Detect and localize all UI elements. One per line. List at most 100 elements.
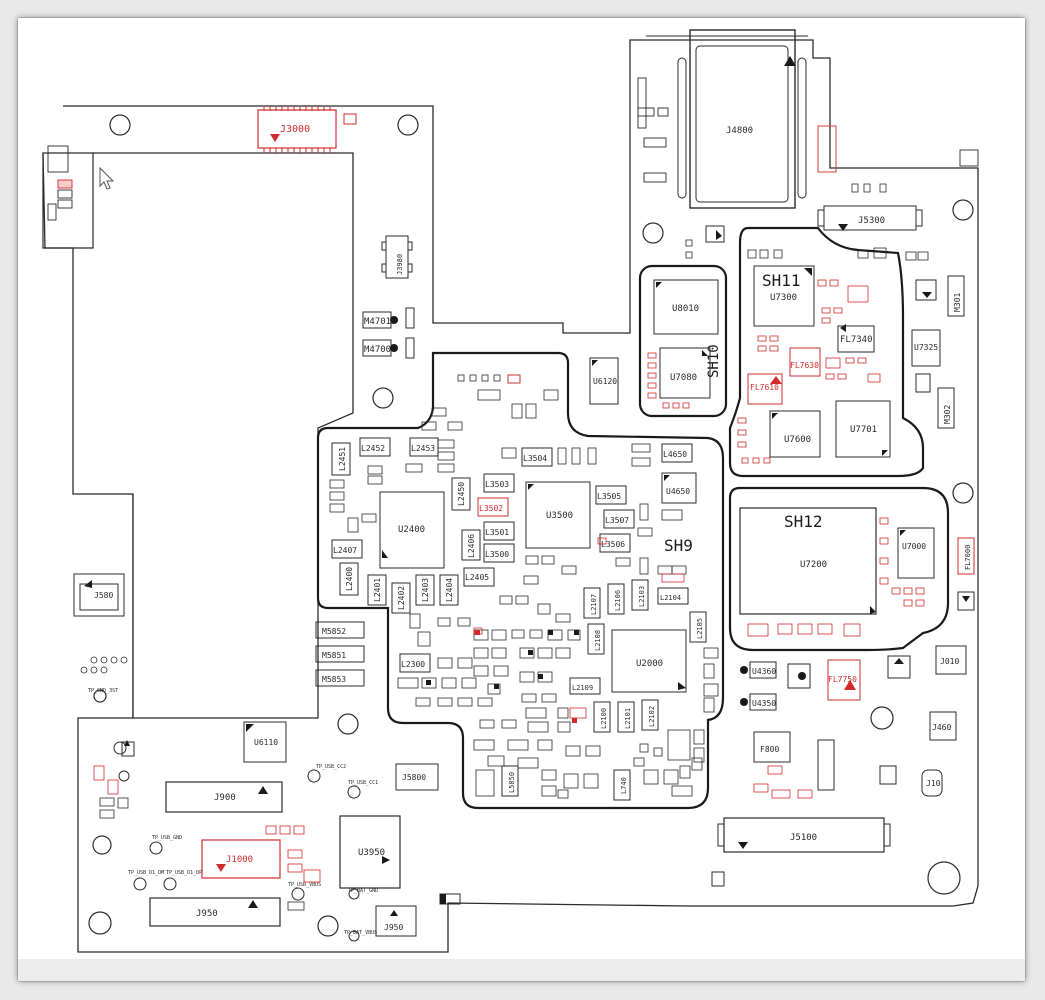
- label-l4650: L4650: [663, 450, 687, 459]
- chip-u4360[interactable]: U4360: [740, 661, 777, 679]
- label-m5853: M5853: [322, 675, 346, 684]
- label-j3980: J3980: [396, 254, 404, 275]
- label-l3505: L3505: [597, 492, 621, 501]
- inductor-l4650[interactable]: L4650: [661, 443, 693, 463]
- inductor-l2104[interactable]: L2104: [657, 587, 689, 605]
- inductor-l2109[interactable]: L2109: [569, 677, 601, 695]
- component-m4700[interactable]: M4700: [362, 339, 398, 357]
- filter-fl7610[interactable]: FL7610: [747, 373, 783, 405]
- inductor-l2107[interactable]: L2107: [583, 587, 601, 619]
- chip-u7325[interactable]: U7325: [911, 329, 941, 367]
- connector-j5800[interactable]: J5800: [395, 763, 439, 791]
- connector-j5300[interactable]: J5300: [817, 205, 923, 231]
- filter-fl7000[interactable]: FL7000: [957, 537, 975, 575]
- chip-u8010[interactable]: U8010: [653, 279, 719, 335]
- component-m4701[interactable]: M4701: [362, 311, 398, 329]
- connector-j950-small[interactable]: J950: [375, 905, 417, 937]
- label-l3507: L3507: [605, 516, 629, 525]
- inductor-l2405[interactable]: L2405: [463, 567, 495, 587]
- inductor-l2100[interactable]: L2100: [593, 701, 611, 733]
- inductor-l2451[interactable]: L2451: [331, 442, 351, 476]
- inductor-l2452[interactable]: L2452: [359, 437, 391, 457]
- label-l2406: L2406: [467, 534, 476, 558]
- chip-u2000[interactable]: U2000: [611, 629, 687, 693]
- inductor-l2106[interactable]: L2106: [607, 583, 625, 615]
- connector-j460[interactable]: J460: [929, 711, 957, 741]
- chip-u7000[interactable]: U7000: [897, 527, 935, 579]
- label-l2104: L2104: [660, 594, 681, 602]
- component-m5851[interactable]: M5851: [315, 645, 365, 663]
- chip-u3950[interactable]: U3950: [339, 815, 401, 889]
- inductor-l2402[interactable]: L2402: [391, 582, 411, 614]
- component-m301[interactable]: M301: [947, 275, 965, 317]
- inductor-l3505[interactable]: L3505: [595, 485, 627, 505]
- label-fl7750: FL7750: [828, 675, 857, 684]
- chip-u3500[interactable]: U3500: [525, 481, 591, 549]
- inductor-l3507[interactable]: L3507: [603, 509, 635, 529]
- inductor-l2406[interactable]: L2406: [461, 529, 481, 561]
- connector-j4800[interactable]: J4800: [646, 29, 808, 209]
- filter-fl7750[interactable]: FL7750: [827, 659, 861, 701]
- inductor-l2401[interactable]: L2401: [367, 574, 387, 606]
- inductor-l2300[interactable]: L2300: [399, 653, 431, 673]
- connector-j580[interactable]: J580: [73, 573, 125, 617]
- inductor-l3503[interactable]: L3503: [483, 473, 515, 493]
- connector-j5100[interactable]: J5100: [717, 817, 891, 853]
- connector-j10[interactable]: J10: [921, 769, 943, 797]
- chip-u7080[interactable]: U7080: [659, 347, 711, 399]
- inductor-l2105[interactable]: L2105: [689, 611, 707, 643]
- viewer-bottom-strip: [18, 959, 1025, 981]
- chip-u7600[interactable]: U7600: [769, 410, 821, 458]
- inductor-l2453[interactable]: L2453: [409, 437, 439, 457]
- inductor-l2404[interactable]: L2404: [439, 574, 459, 606]
- inductor-l3502[interactable]: L3502: [477, 497, 509, 517]
- inductor-l3504[interactable]: L3504: [521, 447, 553, 467]
- connector-j3980[interactable]: J3980: [381, 235, 413, 279]
- inductor-l3506[interactable]: L3506: [599, 533, 631, 553]
- inductor-l2103[interactable]: L2103: [631, 579, 649, 611]
- component-f800[interactable]: F800: [753, 731, 791, 763]
- label-u7000: U7000: [902, 542, 926, 551]
- chip-u4650[interactable]: U4650: [661, 472, 697, 504]
- inductor-l2450[interactable]: L2450: [451, 477, 471, 511]
- pcb-viewer-frame: SH9 SH10 SH11 SH12 J4800 J3000: [18, 18, 1025, 981]
- inductor-l2108[interactable]: L2108: [587, 623, 605, 655]
- chip-u7701[interactable]: U7701: [835, 400, 891, 458]
- inductor-l3501[interactable]: L3501: [483, 521, 515, 541]
- label-u2400: U2400: [398, 525, 425, 535]
- component-m5852[interactable]: M5852: [315, 621, 365, 639]
- inductor-l2102[interactable]: L2102: [641, 699, 659, 731]
- filter-fl7340[interactable]: FL7340: [837, 324, 875, 353]
- chip-u2400[interactable]: U2400: [379, 491, 445, 569]
- label-u8010: U8010: [672, 304, 699, 314]
- component-m5853[interactable]: M5853: [315, 669, 365, 687]
- inductor-l3500[interactable]: L3500: [483, 543, 515, 563]
- inductor-l2400[interactable]: L2400: [339, 562, 359, 596]
- label-l2402: L2402: [397, 586, 406, 610]
- connector-j1000[interactable]: J1000: [201, 839, 281, 879]
- chip-u6120[interactable]: U6120: [589, 357, 619, 405]
- connector-j900[interactable]: J900: [165, 781, 283, 813]
- filter-fl7630[interactable]: FL7630: [789, 347, 821, 377]
- label-l2452: L2452: [361, 444, 385, 453]
- connector-j3000[interactable]: J3000: [257, 106, 357, 153]
- shield-label-sh11: SH11: [762, 271, 801, 290]
- inductor-l5850[interactable]: L5850: [501, 765, 519, 797]
- label-tp-usb-vbus: TP_USB_VBUS: [288, 882, 321, 888]
- label-m4701: M4701: [364, 317, 391, 327]
- label-u6120: U6120: [593, 377, 617, 386]
- chip-u7300[interactable]: U7300: [753, 265, 815, 327]
- label-f800: F800: [760, 745, 779, 754]
- connector-j010[interactable]: J010: [935, 645, 967, 675]
- label-l2106: L2106: [614, 590, 622, 611]
- inductor-l740[interactable]: L740: [613, 769, 631, 801]
- chip-u4350[interactable]: U4350: [740, 693, 777, 711]
- inductor-l2403[interactable]: L2403: [415, 574, 435, 606]
- label-u2000: U2000: [636, 659, 663, 669]
- component-m302[interactable]: M302: [937, 387, 955, 429]
- connector-j950[interactable]: J950: [149, 897, 281, 927]
- chip-u7200[interactable]: U7200: [739, 507, 877, 615]
- inductor-l2407[interactable]: L2407: [331, 539, 363, 559]
- inductor-l2101[interactable]: L2101: [617, 701, 635, 733]
- chip-u6110[interactable]: U6110: [243, 721, 287, 763]
